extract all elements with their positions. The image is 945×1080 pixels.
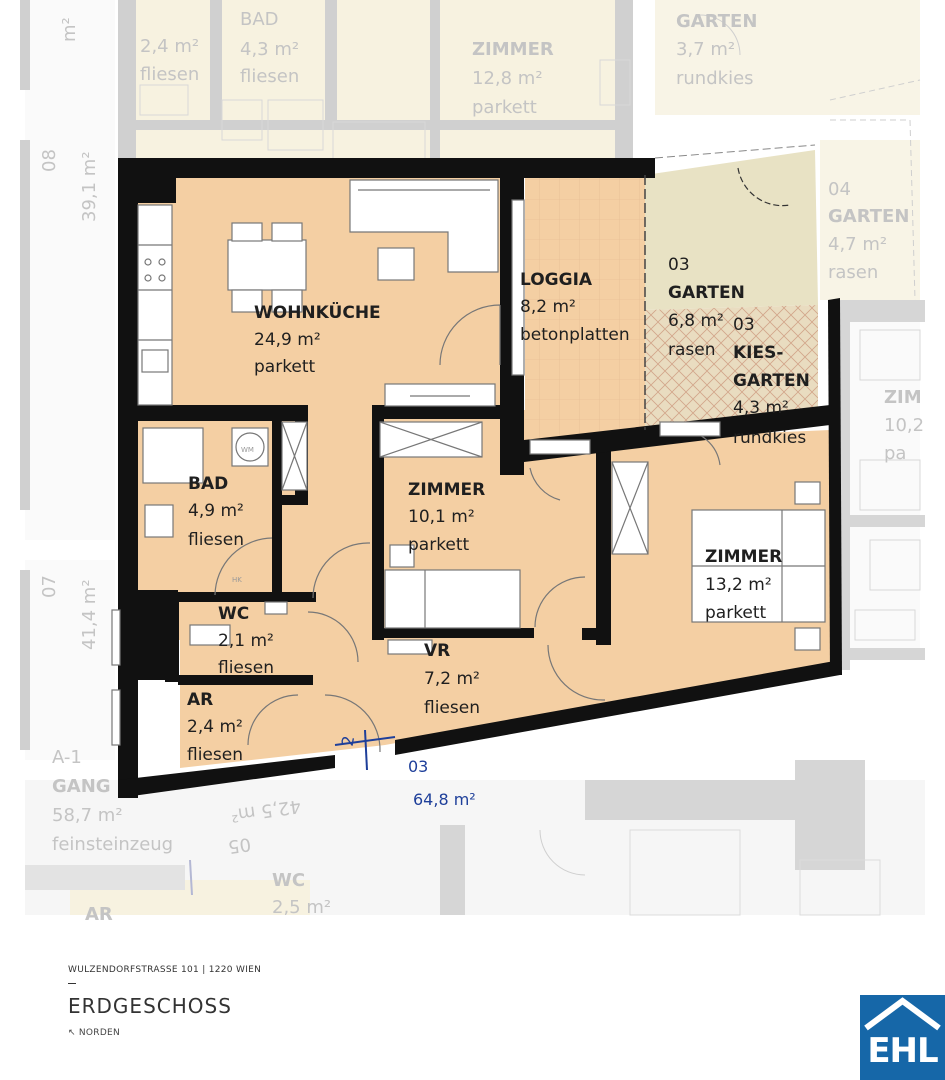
neighbor-right-zimmer-area: 10,2 [884, 415, 924, 436]
room-floor: rundkies [733, 428, 806, 448]
room-area: 4,3 m² [733, 398, 789, 418]
neighbor-bottom-wc-name: WC [272, 870, 305, 891]
room-area: 4,9 m² [188, 501, 244, 521]
neighbor-garten-floor: rundkies [676, 68, 754, 89]
room-number: 03 [668, 255, 690, 275]
neighbor-wc-floor: fliesen [140, 64, 199, 85]
neighbor-top-m2: m² [59, 17, 80, 42]
room-wohnkueche: WOHNKÜCHE 24,9 m² parkett [254, 301, 381, 377]
neighbor-garten04-name: GARTEN [828, 206, 909, 227]
neighbor-garten04-floor: rasen [828, 262, 878, 283]
neighbor-unit07-number: 07 [39, 575, 60, 598]
neighbor-gang-area: 58,7 m² [52, 805, 123, 826]
neighbor-gang-floor: feinsteinzeug [52, 834, 173, 855]
room-floor: fliesen [188, 530, 244, 550]
room-ar: AR 2,4 m² fliesen [187, 690, 243, 765]
neighbor-bad-area: 4,3 m² [240, 39, 299, 60]
neighbor-garten-name: GARTEN [676, 11, 757, 32]
neighbor-unit08-number: 08 [39, 149, 60, 172]
neighbor-garten04-number: 04 [828, 179, 851, 200]
room-floor: parkett [705, 603, 767, 623]
room-name: ZIMMER [408, 480, 485, 500]
neighbor-bad-floor: fliesen [240, 66, 299, 87]
room-area: 8,2 m² [520, 297, 576, 317]
room-floor: rasen [668, 340, 716, 360]
room-area: 24,9 m² [254, 330, 321, 350]
room-name: LOGGIA [520, 270, 593, 290]
neighbor-unit08-area: 39,1 m² [79, 151, 100, 222]
neighbor-right-zimmer-name: ZIM [884, 387, 922, 408]
room-name: ZIMMER [705, 547, 782, 567]
neighbor-areas [20, 0, 925, 916]
room-number: 03 [733, 315, 755, 335]
room-name: WOHNKÜCHE [254, 301, 381, 323]
north-arrow-icon: ↖ [68, 1028, 76, 1038]
neighbor-unit05-number: 05 [227, 833, 253, 857]
north-indicator: ↖NORDEN [68, 1028, 261, 1038]
plan-footer: WULZENDORFSTRASSE 101 | 1220 WIEN ERDGES… [68, 965, 261, 1038]
neighbor-wc-area: 2,4 m² [140, 36, 199, 57]
logo-text: EHL [867, 1031, 938, 1071]
neighbor-labels: 2,4 m² fliesen BAD 4,3 m² fliesen ZIMMER… [39, 9, 924, 925]
washing-machine-label: WM [241, 446, 254, 454]
room-name: GARTEN [668, 283, 745, 303]
neighbor-gang-name: GANG [52, 776, 111, 797]
room-area: 6,8 m² [668, 311, 724, 331]
unit-number: 03 [408, 757, 428, 776]
neighbor-garten04-area: 4,7 m² [828, 234, 887, 255]
room-garten: 03 GARTEN 6,8 m² rasen [668, 255, 745, 360]
furniture [111, 167, 826, 753]
neighbor-zimmer-name: ZIMMER [472, 39, 554, 60]
neighbor-bottom-ar-name: AR [85, 904, 113, 925]
room-floor: fliesen [187, 745, 243, 765]
room-bad: BAD 4,9 m² fliesen [188, 474, 244, 550]
room-name: BAD [188, 474, 228, 494]
neighbor-unit07-area: 41,4 m² [79, 579, 100, 650]
room-floor: parkett [408, 535, 470, 555]
neighbor-bad-name: BAD [240, 9, 279, 30]
neighbor-bottom-wc-area: 2,5 m² [272, 897, 331, 918]
room-area: 2,4 m² [187, 717, 243, 737]
room-floor: betonplatten [520, 325, 630, 345]
room-name: KIES- [733, 343, 783, 363]
house-icon [864, 997, 941, 1031]
room-name: AR [187, 690, 213, 710]
floor-title: ERDGESCHOSS [68, 994, 232, 1018]
neighbor-zimmer-area: 12,8 m² [472, 68, 543, 89]
heater-label: HK [232, 576, 242, 584]
room-area: 2,1 m² [218, 631, 274, 651]
north-label: NORDEN [78, 1028, 121, 1038]
entrance-mark: 2 [338, 734, 358, 747]
neighbor-gang-number: A-1 [52, 747, 82, 768]
room-name: WC [218, 604, 249, 624]
room-zimmer-2: ZIMMER 13,2 m² parkett [705, 547, 782, 623]
room-area: 13,2 m² [705, 575, 772, 595]
room-wc: WC 2,1 m² fliesen [218, 604, 274, 678]
room-floor: fliesen [218, 658, 274, 678]
neighbor-right-zimmer-floor: pa [884, 443, 906, 464]
room-floor: fliesen [424, 698, 480, 718]
neighbor-zimmer-floor: parkett [472, 97, 537, 118]
ehl-logo: EHL [860, 995, 945, 1080]
floor-plan: 2 WOHNKÜCHE 24,9 m² parkett LOGGIA 8,2 m… [20, 0, 925, 925]
neighbor-garten-area: 3,7 m² [676, 39, 735, 60]
room-area: 10,1 m² [408, 507, 475, 527]
divider [68, 983, 76, 984]
room-kiesgarten: 03 KIES- GARTEN 4,3 m² rundkies [733, 315, 810, 448]
room-area: 7,2 m² [424, 669, 480, 689]
room-zimmer-1: ZIMMER 10,1 m² parkett [408, 480, 485, 555]
room-loggia: LOGGIA 8,2 m² betonplatten [520, 270, 630, 345]
room-name: VR [424, 641, 450, 661]
room-vr: VR 7,2 m² fliesen [424, 641, 480, 718]
room-name-2: GARTEN [733, 371, 810, 391]
address: WULZENDORFSTRASSE 101 | 1220 WIEN [68, 965, 262, 975]
unit-area: 64,8 m² [413, 790, 476, 809]
room-floor: parkett [254, 357, 316, 377]
